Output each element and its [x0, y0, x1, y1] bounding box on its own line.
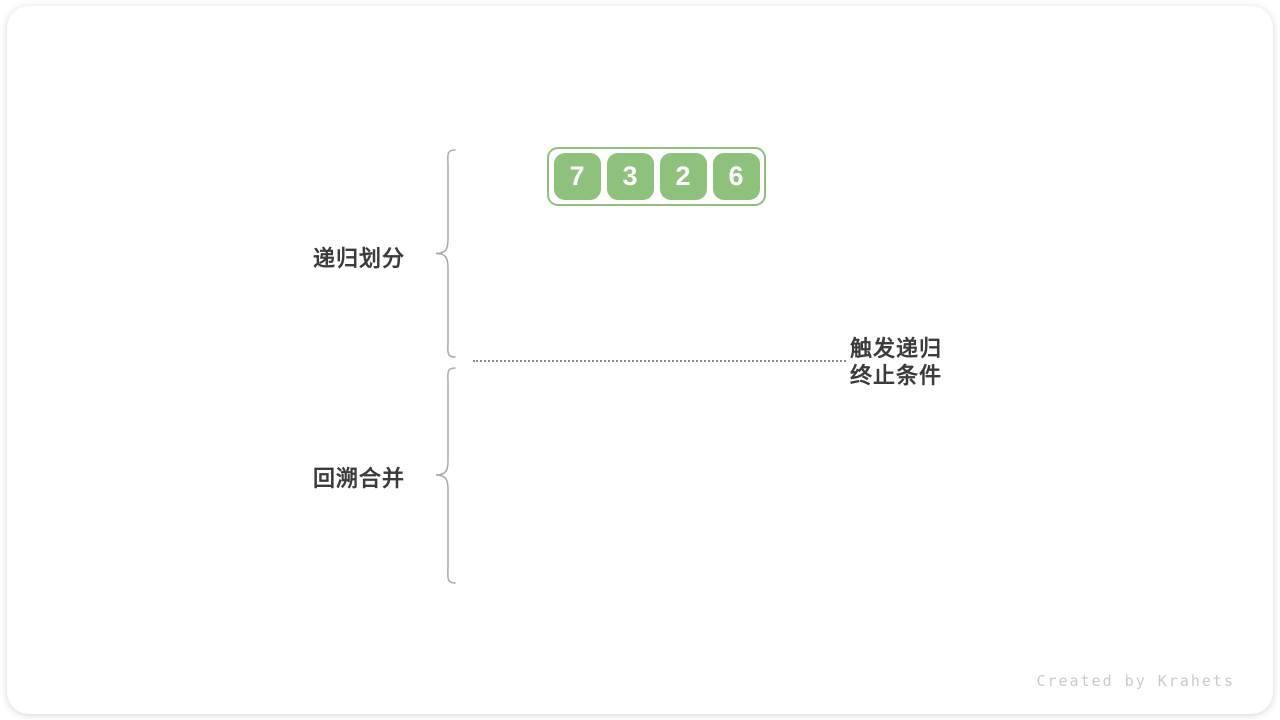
annotation-termination-condition: 触发递归 终止条件 [850, 335, 942, 389]
curly-brace-top [435, 149, 456, 358]
array-cell: 2 [659, 153, 707, 200]
array-cell: 6 [712, 153, 760, 200]
credit-watermark: Created by Krahets [1036, 672, 1235, 690]
dotted-divider-line [473, 360, 846, 362]
phase-label-recursive-divide: 递归划分 [312, 246, 405, 271]
phase-label-backtrack-merge: 回溯合并 [312, 466, 405, 491]
array-cell: 7 [553, 153, 601, 200]
curly-brace-bottom [435, 367, 456, 584]
diagram-canvas: 7 3 2 6 递归划分 回溯合并 触发递归 终止条件 Created by K… [7, 6, 1273, 714]
array-container: 7 3 2 6 [547, 147, 766, 206]
array-cell: 3 [606, 153, 654, 200]
annotation-line-1: 触发递归 [850, 336, 943, 361]
annotation-line-2: 终止条件 [850, 363, 943, 388]
